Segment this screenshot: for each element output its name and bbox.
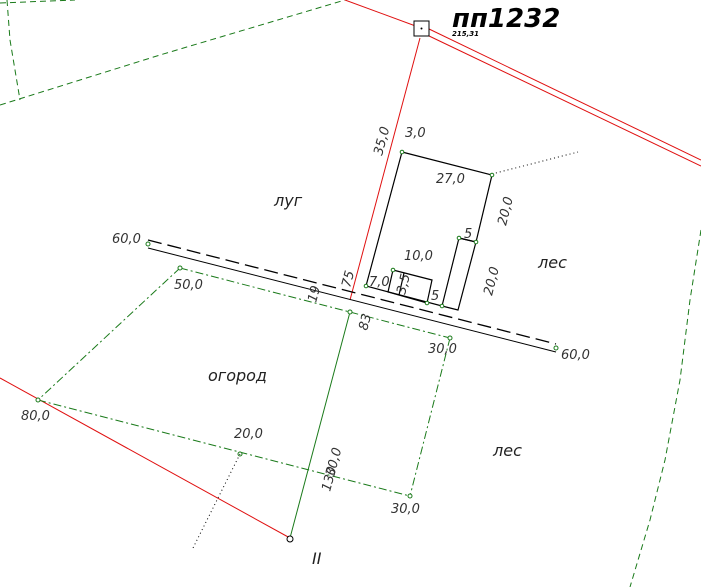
dim-3: 3,0 (405, 126, 426, 141)
green-boundary-northwest (0, 0, 346, 106)
dim-75: 75 (339, 269, 358, 289)
point-ii-marker (286, 535, 294, 543)
station-title: пп1232 (452, 4, 560, 34)
station-value: 215,31 (452, 30, 479, 38)
dotted-leaders (191, 151, 579, 551)
point-ii-label: II (312, 549, 322, 568)
garden-vertices (35, 265, 453, 499)
dim-3-5: 3,5 (394, 272, 414, 296)
dim-50: 50,0 (174, 278, 203, 293)
dim-20b: 20,0 (481, 265, 503, 297)
red-road-northeast (344, 0, 701, 167)
dim-130: 130 (319, 465, 340, 493)
forest-east-label: лес (537, 253, 567, 272)
dim-5a: 5 (464, 227, 472, 242)
road (147, 239, 557, 353)
dim-20c: 20,0 (234, 427, 263, 442)
dim-83: 83 (356, 312, 375, 332)
red-survey-line (349, 37, 421, 301)
garden-label: огород (208, 366, 267, 385)
garden-parcel (37, 267, 451, 497)
dim-35: 35,0 (371, 125, 393, 157)
dim-27: 27,0 (436, 172, 465, 187)
dim-10: 10,0 (404, 249, 433, 264)
road-ends (145, 241, 559, 351)
red-boundary-southwest (0, 377, 291, 539)
dim-60-west: 60,0 (112, 232, 141, 247)
building-vertices (363, 149, 495, 309)
meadow-label: луг (273, 191, 303, 210)
dim-5b: 5 (431, 289, 439, 304)
dim-30b: 30,0 (323, 446, 345, 478)
dim-7: 7,0 (369, 275, 390, 290)
dim-30c: 30,0 (391, 502, 420, 517)
dim-30a: 30,0 (428, 342, 457, 357)
dim-80: 80,0 (21, 409, 50, 424)
forest-south-label: лес (492, 441, 522, 460)
dim-20a: 20,0 (495, 195, 517, 227)
dim-60-east: 60,0 (561, 348, 590, 363)
dim-19: 19 (305, 284, 324, 304)
green-survey-line (289, 311, 351, 539)
survey-station (413, 20, 430, 37)
green-boundary-east (629, 229, 701, 587)
